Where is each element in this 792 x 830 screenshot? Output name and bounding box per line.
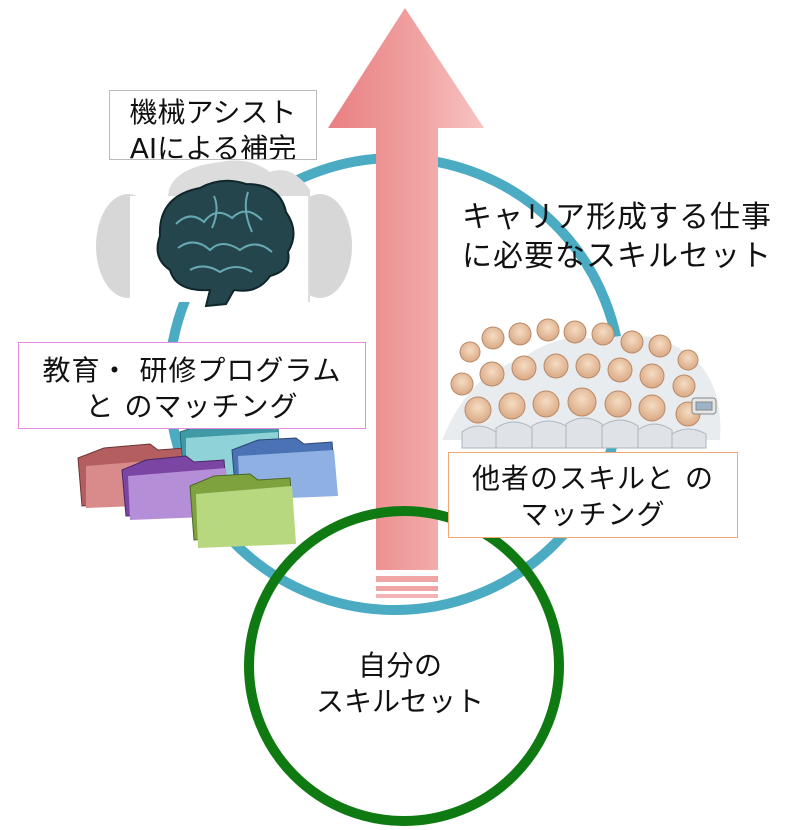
ai-assist-box: 機械アシスト AIによる補完 (109, 90, 317, 160)
ai-assist-line-2: AIによる補完 (129, 132, 297, 160)
career-skillset-line-1: キャリア形成する仕事 (462, 200, 772, 235)
others-matching-line-1: 他者のスキルと の (472, 462, 714, 495)
education-matching-line-2: と のマッチング (85, 390, 299, 424)
self-circle (244, 506, 564, 826)
career-skillset-line-2: に必要なスキルセット (462, 239, 772, 274)
own-skillset-line-1: 自分の (357, 649, 442, 682)
own-skillset-label: 自分の スキルセット (300, 648, 500, 721)
education-matching-line-1: 教育・ 研修プログラム (42, 354, 342, 387)
folder-stack-icon (77, 421, 338, 548)
people-crowd-icon (438, 296, 721, 482)
education-matching-box: 教育・ 研修プログラム と のマッチング (18, 342, 366, 429)
brain-icon (96, 160, 352, 308)
career-arrow (328, 8, 484, 598)
ai-assist-line-1: 機械アシスト (129, 96, 297, 129)
others-matching-box: 他者のスキルと の マッチング (448, 452, 738, 538)
own-skillset-line-2: スキルセット (315, 685, 484, 719)
career-skillset-label: キャリア形成する仕事 に必要なスキルセット (462, 198, 792, 276)
others-matching-line-2: マッチング (520, 498, 666, 532)
